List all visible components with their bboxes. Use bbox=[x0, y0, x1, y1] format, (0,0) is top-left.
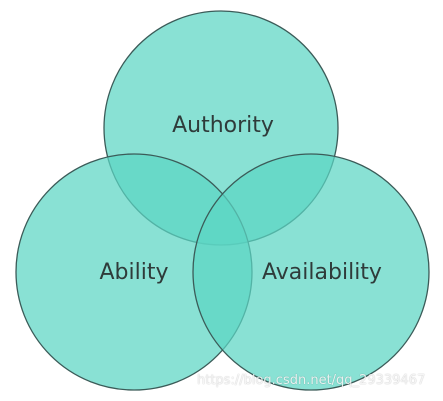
watermark-url: https://blog.csdn.net/qq_29339467 bbox=[197, 373, 426, 388]
label-ability: Ability bbox=[100, 260, 169, 285]
label-authority: Authority bbox=[172, 113, 274, 138]
circle-availability bbox=[192, 153, 430, 391]
label-availability: Availability bbox=[262, 260, 382, 285]
